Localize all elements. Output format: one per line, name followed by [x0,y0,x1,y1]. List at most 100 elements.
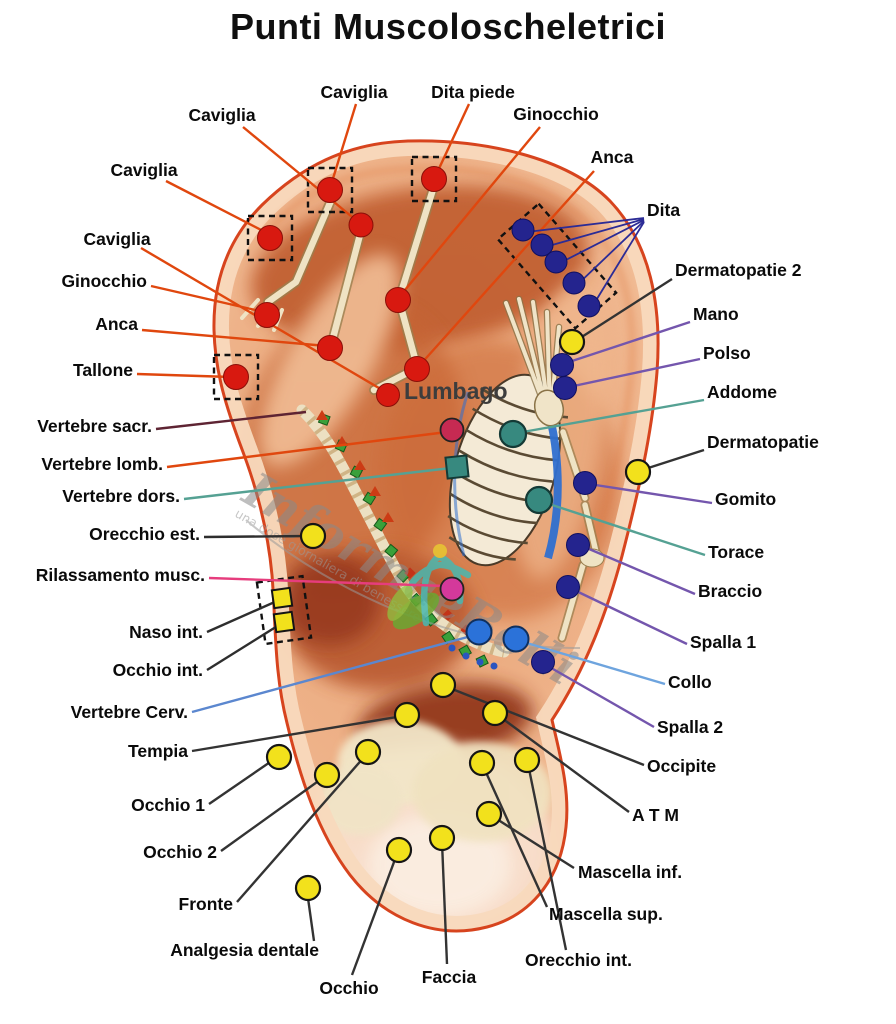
point-dot-anca-top [404,356,430,382]
leader-line-ginocchio-top [399,126,541,297]
leader-line-occhio-2 [220,776,325,852]
leader-line-naso-int [206,599,278,634]
leader-line-collo [519,639,666,686]
leader-line-dita [544,218,645,248]
point-dot-dita [511,218,535,242]
leader-line-vertebre-dors [183,466,452,501]
point-dot-analgesia-dentale [294,874,322,902]
point-label-dermatopatie-2: Dermatopatie 2 [675,260,802,280]
leader-line-tallone [136,372,232,379]
point-dot-tallone [223,364,249,390]
leader-line-dita [576,220,645,286]
logo-person-icon [408,553,472,627]
point-dot-gomito [573,471,597,495]
spine-red-triangle [369,486,381,496]
point-dot-occhio [385,836,413,864]
leader-line-braccio [581,544,696,596]
point-label-polso: Polso [703,343,751,363]
point-dot-orecchio-est [299,522,327,550]
leader-line-anca-top [418,170,595,367]
skull-bone-3 [318,765,402,835]
leader-line-occhio-1 [208,757,277,805]
point-dot-rilassamento-musc [439,576,465,602]
leader-line-torace [542,500,706,557]
point-label-atm: A T M [632,805,679,825]
point-dot-fronte [354,738,382,766]
point-label-vertebre-dors: Vertebre dors. [62,486,180,506]
point-label-caviglia-lower-left: Caviglia [83,229,150,249]
point-label-lumbago: Lumbago [404,378,508,404]
point-dot-polso [553,376,577,400]
point-dot-anca-left [317,335,343,361]
logo-leaf-icon [392,592,440,630]
leader-line-polso [568,357,701,389]
spine-red-triangle [354,460,366,470]
leader-line-spalla-2 [545,663,655,729]
point-dot-braccio [566,533,590,557]
spine-blue-bead [462,652,470,660]
point-label-naso-int: Naso int. [129,622,203,642]
point-dot-mascella-sup [468,749,496,777]
point-dot-occhio-1 [265,743,293,771]
point-label-fronte: Fronte [179,894,234,914]
leader-line-anca-left [141,328,328,348]
leader-line-occhio-int [206,623,280,672]
leader-line-spalla-1 [571,587,688,646]
torace-dot-1 [498,419,528,449]
point-dot-tempia [393,701,421,729]
logo-leaf2-icon [387,585,413,621]
point-dot-caviglia-lower-left [376,383,400,407]
point-label-anca-top: Anca [591,147,634,167]
point-dot-vertebre-lomb [439,417,465,443]
point-dot-dermatopatie [624,458,652,486]
leader-line-caviglia-left [165,179,268,235]
spine-red-diamond [442,609,454,621]
point-label-analgesia-dentale: Analgesia dentale [170,940,319,960]
point-dot-mano [550,353,574,377]
point-label-occhio-2: Occhio 2 [143,842,217,862]
point-label-occhio-1: Occhio 1 [131,795,205,815]
point-label-addome: Addome [707,382,777,402]
logo-head-icon [433,544,447,558]
leader-line-ginocchio-left [150,284,265,314]
point-dot-ginocchio-left [254,302,280,328]
point-label-caviglia-top: Caviglia [320,82,387,102]
torace-dot-2 [524,485,554,515]
leader-line-dermatopatie [641,448,705,472]
leader-line-mano [565,320,691,365]
point-label-ginocchio-top: Ginocchio [513,104,599,124]
point-dot-naso-int [270,586,294,610]
leader-line-dita [557,219,645,265]
leader-line-mascella-sup [482,767,549,908]
leader-line-occhio [350,853,399,976]
point-label-spalla-2: Spalla 2 [657,717,723,737]
point-dot-spalla-1 [556,575,580,599]
point-label-caviglia-upper-left: Caviglia [188,105,255,125]
leader-lines-layer [136,103,713,976]
leg-bones [240,181,439,395]
point-label-torace: Torace [708,542,764,562]
spine-red-triangle [336,436,348,446]
leader-line-dermatopatie-2 [576,277,673,342]
leader-line-atm [498,715,630,813]
page-title: Punti Muscoloscheletrici [229,6,667,47]
point-label-mascella-inf: Mascella inf. [578,862,682,882]
point-label-ginocchio-left: Ginocchio [61,271,147,291]
point-label-occhio-int: Occhio int. [113,660,203,680]
spine-red-diamond [404,567,416,579]
point-dot-mascella-inf [475,800,503,828]
spine-blue-bead [476,658,484,666]
spine-red-triangle [382,512,394,522]
leader-line-dita [526,217,645,233]
leader-line-faccia [440,841,449,965]
point-label-occhio: Occhio [319,978,378,998]
leader-line-caviglia-upper-left [242,126,358,222]
point-label-occipite: Occipite [647,756,716,776]
leader-line-dita [591,221,645,308]
point-label-gomito: Gomito [715,489,776,509]
point-dot-caviglia-upper-left [348,212,374,238]
point-label-faccia: Faccia [422,967,477,987]
leader-line-dita-piede [434,103,471,176]
